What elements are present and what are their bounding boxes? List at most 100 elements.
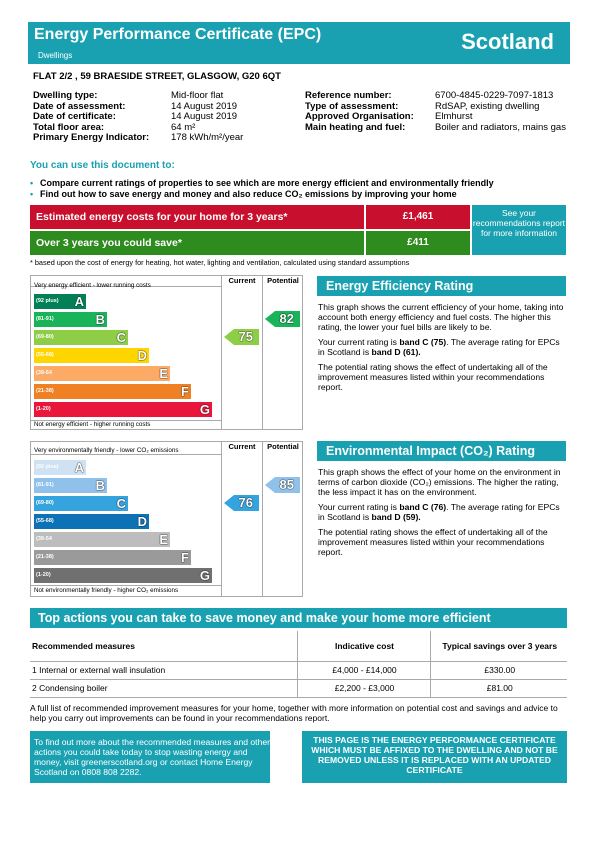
band-range: (39-54	[36, 370, 52, 376]
rating-band-g: (1-20)G	[34, 402, 212, 417]
text: Your current rating is	[318, 502, 400, 512]
paragraph: The potential rating shows the effect of…	[318, 362, 548, 392]
current-column-header: Current	[228, 276, 256, 285]
table-row: 1 Internal or external wall insulation £…	[30, 661, 567, 680]
column-header: Typical savings over 3 years	[429, 631, 567, 662]
info-row: Dwelling type: Mid-floor flat	[33, 90, 243, 102]
info-value: Mid-floor flat	[171, 90, 224, 101]
rating-band-c: (69-80)C	[34, 496, 128, 511]
band-letter: A	[74, 294, 84, 309]
band-range: (1-20)	[36, 572, 51, 578]
current-rating-arrow: 75	[224, 329, 259, 345]
bullet-icon: •	[30, 178, 34, 188]
paragraph: This graph shows the effect of your home…	[318, 467, 561, 497]
info-label: Date of assessment:	[33, 100, 126, 112]
recommendations-note: See your recommendations report for more…	[472, 205, 566, 255]
band-range: (81-91)	[36, 482, 54, 488]
rating-band-f: (21-38) F	[34, 550, 191, 565]
info-label: Dwelling type:	[33, 90, 98, 101]
chart-rule	[31, 420, 221, 421]
table-header-row: Recommended measures Indicative cost Typ…	[30, 631, 567, 662]
info-row: Date of assessment: 14 August 2019	[33, 100, 243, 113]
info-value: 14 August 2019	[171, 100, 238, 112]
info-label: Type of assessment:	[305, 100, 399, 112]
saving-cell: £81.00	[429, 679, 567, 698]
info-value: Boiler and radiators, mains gas	[435, 121, 566, 133]
rating-band-a: (92 plus)A	[34, 294, 86, 309]
info-row: Type of assessment: RdSAP, existing dwell…	[305, 100, 570, 113]
rating-band-d: (55-68) D	[34, 514, 149, 529]
chart-rule	[31, 454, 221, 455]
energy-efficiency-chart: Current Potential Very energy efficient …	[30, 275, 303, 430]
chart-top-caption: Very energy efficient - lower running co…	[34, 282, 151, 289]
chart-bottom-caption: Not environmentally friendly - higher CO…	[34, 587, 179, 594]
band-letter: F	[181, 384, 189, 399]
certificate-subtitle: Dwellings	[38, 51, 73, 60]
band-range: (55-68)	[36, 352, 54, 358]
savings-value: £411	[366, 231, 470, 255]
band-letter: E	[159, 366, 168, 381]
column-divider	[221, 276, 222, 429]
property-address: FLAT 2/2 , 59 BRAESIDE STREET, GLASGOW, …	[33, 71, 281, 82]
column-divider	[221, 442, 222, 596]
info-value: 14 August 2019	[171, 111, 238, 122]
epc-header: Energy Performance Certificate (EPC) Dwe…	[28, 22, 570, 64]
text: . The average rating for EPCs in Scotlan…	[318, 502, 560, 522]
property-info-left: Dwelling type: Mid-floor flat Date of ass…	[33, 90, 243, 144]
saving-cell: £330.00	[429, 661, 567, 680]
property-info-right: Reference number: 6700-4845-0229-7097-181…	[305, 90, 570, 134]
rating-band-g: (1-20)G	[34, 568, 212, 583]
measure-cell: 2 Condensing boiler	[30, 679, 297, 698]
column-header: Recommended measures	[30, 631, 297, 662]
region-label: Scotland	[461, 29, 554, 54]
use-document-heading: You can use this document to:	[30, 160, 175, 171]
band-letter: A	[74, 460, 84, 475]
current-band: band C (76)	[399, 502, 447, 512]
info-label: Total floor area:	[33, 121, 105, 133]
estimated-costs-label: Estimated energy costs for your home for…	[30, 205, 364, 229]
usage-bullets: • Compare current ratings of properties t…	[30, 178, 494, 200]
info-row: Approved Organisation:Elmhurst	[305, 111, 570, 123]
environmental-impact-text: This graph shows the effect of your home…	[318, 467, 568, 562]
band-range: (69-80)	[36, 334, 54, 340]
band-letter: D	[137, 514, 147, 529]
paragraph: The potential rating shows the effect of…	[318, 527, 548, 557]
info-row: Main heating and fuel:Boiler and radiato…	[305, 121, 570, 134]
rating-band-f: (21-38) F	[34, 384, 191, 399]
info-value: RdSAP, existing dwelling	[435, 100, 540, 112]
info-value: 64 m²	[171, 121, 196, 133]
current-rating-arrow: 76	[224, 495, 259, 511]
column-header: Indicative cost	[296, 631, 430, 662]
savings-row: Over 3 years you could save* £411	[30, 231, 470, 255]
info-row: Primary Energy Indicator:178 kWh/m²/year	[33, 132, 243, 144]
paragraph: This graph shows the current efficiency …	[318, 302, 564, 332]
band-range: (39-54	[36, 536, 52, 542]
band-range: (21-38)	[36, 554, 54, 560]
band-letter: G	[199, 402, 210, 417]
info-label: Reference number:	[305, 90, 392, 101]
text: Your current rating is	[318, 337, 400, 347]
column-divider	[262, 276, 263, 429]
column-divider	[262, 442, 263, 596]
band-letter: F	[181, 550, 189, 565]
current-band: band C (75)	[399, 337, 447, 347]
band-range: (55-68)	[36, 518, 54, 524]
info-label: Approved Organisation:	[305, 111, 414, 122]
bullet-text: Compare current ratings of properties to…	[40, 178, 494, 188]
find-out-more-box: To find out more about the recommended m…	[30, 731, 270, 783]
band-letter: D	[137, 348, 147, 363]
rating-band-a: (92 plus)A	[34, 460, 86, 475]
savings-label: Over 3 years you could save*	[30, 231, 364, 255]
chart-top-caption: Very environmentally friendly - lower CO…	[34, 447, 179, 454]
info-value: 6700-4845-0229-7097-1813	[435, 90, 554, 101]
bullet-item: • Compare current ratings of properties t…	[30, 178, 494, 189]
cost-cell: £2,200 - £3,000	[296, 679, 430, 698]
recommended-measures-table: Recommended measures Indicative cost Typ…	[30, 631, 567, 698]
band-letter: B	[95, 312, 105, 327]
cost-cell: £4,000 - £14,000	[296, 661, 430, 680]
cost-footnote: * based upon the cost of energy for heat…	[30, 258, 410, 267]
chart-rule	[31, 585, 221, 586]
band-range: (21-38)	[36, 388, 54, 394]
rating-band-c: (69-80)C	[34, 330, 128, 345]
